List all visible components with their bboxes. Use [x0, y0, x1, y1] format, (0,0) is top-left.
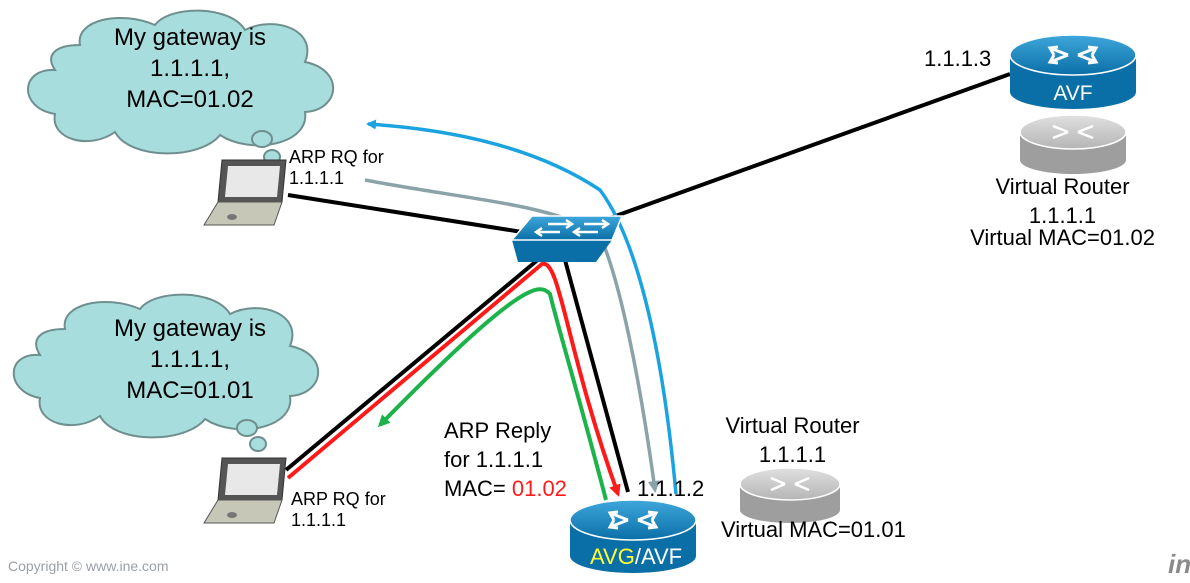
virtual-router-bottom-line-2: 1.1.1.1	[758, 441, 827, 467]
laptop-bottom-icon	[203, 457, 287, 524]
virtual-router-top-line-2: 1.1.1.1	[1028, 202, 1097, 228]
avg-router-icon	[569, 499, 697, 573]
red-arp-path	[286, 261, 621, 497]
avf-router-icon	[1009, 34, 1137, 109]
arp-rq-bottom-line-1: ARP RQ for	[291, 489, 386, 509]
virtual-router-top-line-1: Virtual Router	[995, 174, 1130, 199]
green-arp-reply-arrow	[377, 287, 608, 501]
arp-reply-mac-value: 01.02	[511, 476, 567, 502]
cloud-top-line-3: MAC=01.02	[126, 86, 254, 114]
cloud-top-text: My gateway is 1.1.1.1, MAC=01.02	[75, 22, 305, 116]
cloud-top	[27, 9, 335, 165]
link-laptop-top-switch	[287, 193, 523, 234]
arp-rq-top-line-2: 1.1.1.1	[289, 167, 345, 188]
virtual-router-bottom-mac: Virtual MAC=01.01	[721, 517, 906, 542]
arp-reply-line-1: ARP Reply	[444, 418, 552, 443]
arp-reply-mac-line: MAC= 01.02	[444, 474, 567, 503]
cloud-bottom-text: My gateway is 1.1.1.1, MAC=01.01	[75, 313, 305, 407]
avg-label-part: AVG	[590, 544, 635, 569]
cloud-top-line-2: 1.1.1.1,	[149, 55, 231, 83]
laptop-top-icon	[203, 159, 287, 226]
virtual-router-top-icon	[1019, 114, 1127, 174]
virtual-router-top-line-3: Virtual MAC=01.02	[970, 225, 1155, 251]
arp-rq-top-line-1: ARP RQ for	[289, 147, 384, 167]
arp-rq-top-label: ARP RQ for 1.1.1.1	[289, 147, 384, 188]
ine-logo: in	[1168, 549, 1190, 579]
cloud-bottom-line-2: 1.1.1.1,	[149, 346, 231, 374]
arp-rq-bottom-line-2: 1.1.1.1	[291, 509, 347, 530]
cloud-bottom	[12, 293, 320, 452]
network-links	[284, 72, 1011, 493]
avf-ip-label: 1.1.1.3	[924, 46, 992, 71]
avg-ip-label: 1.1.1.2	[637, 476, 705, 501]
virtual-router-bottom-title: Virtual Router 1.1.1.1	[700, 412, 885, 469]
link-laptop-bottom-switch	[284, 256, 542, 472]
cloud-top-line-1: My gateway is	[113, 24, 267, 51]
blue-return-arrow	[366, 119, 678, 495]
virtual-router-top-label: Virtual Router 1.1.1.1 Virtual MAC=01.02	[950, 173, 1175, 253]
virtual-router-bottom-line-1: Virtual Router	[725, 413, 860, 438]
arp-reply-line-2: for 1.1.1.1	[444, 447, 544, 473]
avg-avf-router-label: AVG/AVF	[590, 544, 683, 570]
switch-icon	[510, 215, 624, 262]
link-switch-avg	[563, 259, 630, 493]
arp-reply-mac-prefix: MAC=	[444, 476, 512, 502]
arp-reply-label: ARP Reply for 1.1.1.1 MAC= 01.02	[444, 416, 567, 503]
link-switch-avf	[609, 72, 1011, 220]
cloud-bottom-line-3: MAC=01.01	[126, 377, 254, 405]
arp-rq-bottom-label: ARP RQ for 1.1.1.1	[291, 489, 386, 530]
cloud-bottom-line-1: My gateway is	[113, 315, 267, 342]
avf-router-label: AVF	[1053, 82, 1093, 105]
avf-label-part: /AVF	[634, 544, 683, 569]
virtual-router-bottom-icon	[739, 467, 841, 523]
copyright-text: Copyright © www.ine.com	[8, 558, 169, 574]
